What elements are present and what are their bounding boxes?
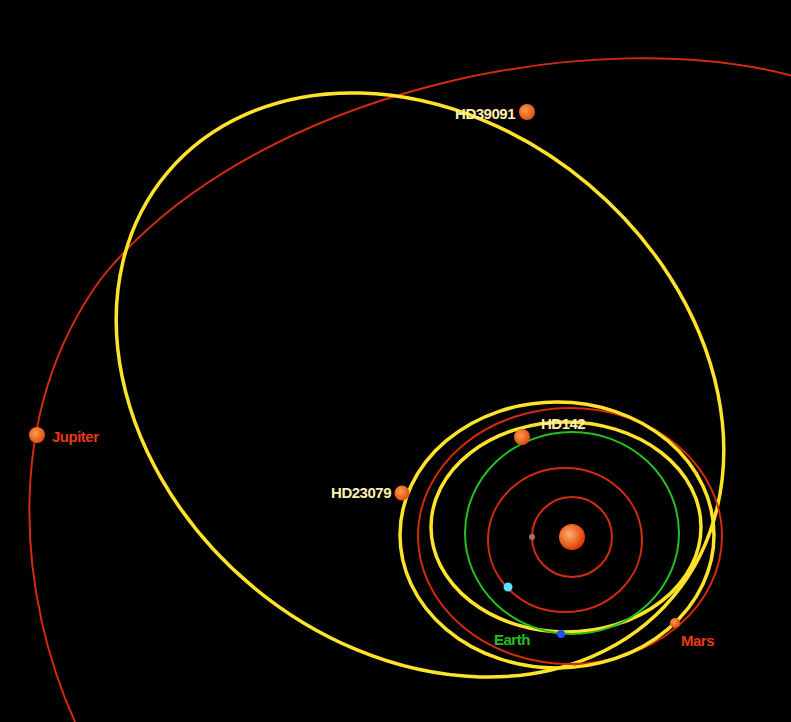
hd23079-planet [395, 486, 410, 501]
hd142-planet [514, 429, 530, 445]
mercury-orbit [532, 497, 612, 577]
venus-orbit [488, 468, 642, 612]
venus-dot [504, 583, 513, 592]
hd39091-planet [519, 104, 535, 120]
jupiter-dot [29, 427, 45, 443]
planet-label: HD142 [541, 416, 585, 431]
mars-dot [670, 618, 680, 628]
planet-label: HD39091 [455, 106, 515, 121]
planet-label: Earth [494, 632, 530, 647]
earth-orbit [465, 432, 679, 634]
sun [559, 524, 585, 550]
hd142-orbit [431, 422, 701, 632]
planet-label: Mars [681, 633, 714, 648]
hd23079-orbit [400, 402, 714, 668]
planet-label: Jupiter [52, 429, 99, 444]
planet-label: HD23079 [331, 485, 391, 500]
earth-dot [557, 630, 565, 638]
jupiter-orbit [29, 58, 791, 722]
mercury-dot [529, 534, 535, 540]
